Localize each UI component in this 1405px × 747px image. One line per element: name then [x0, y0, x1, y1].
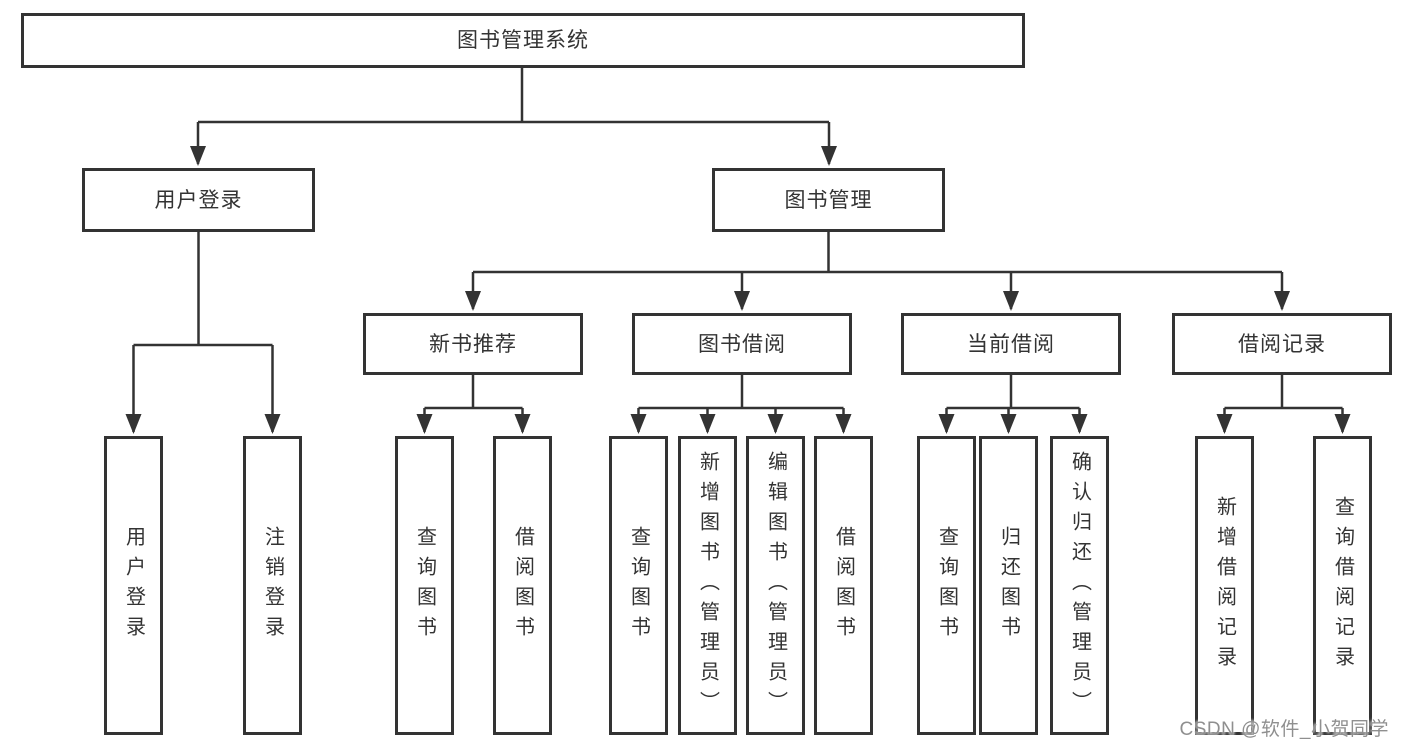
node-book-borrow: 图书借阅 — [632, 313, 852, 375]
node-library-management-system: 图书管理系统 — [21, 13, 1025, 68]
leaf-return-books: 归还图书 — [979, 436, 1038, 735]
leaf-confirm-return-admin: 确认归还（管理员） — [1050, 436, 1109, 735]
leaf-query-books-borrow: 查询图书 — [609, 436, 668, 735]
leaf-add-books-admin: 新增图书（管理员） — [678, 436, 737, 735]
leaf-query-books-current: 查询图书 — [917, 436, 976, 735]
leaf-borrow-books: 借阅图书 — [814, 436, 873, 735]
node-borrow-records: 借阅记录 — [1172, 313, 1392, 375]
leaf-edit-books-admin: 编辑图书（管理员） — [746, 436, 805, 735]
leaf-add-borrow-record: 新增借阅记录 — [1195, 436, 1254, 735]
leaf-user-login: 用户登录 — [104, 436, 163, 735]
node-user-login: 用户登录 — [82, 168, 315, 232]
watermark-text: CSDN @软件_小贺同学 — [1179, 719, 1389, 740]
leaf-query-borrow-record: 查询借阅记录 — [1313, 436, 1372, 735]
node-current-borrow: 当前借阅 — [901, 313, 1121, 375]
leaf-query-books-recommend: 查询图书 — [395, 436, 454, 735]
leaf-logout: 注销登录 — [243, 436, 302, 735]
leaf-borrow-books-recommend: 借阅图书 — [493, 436, 552, 735]
node-book-management: 图书管理 — [712, 168, 945, 232]
node-new-book-recommend: 新书推荐 — [363, 313, 583, 375]
